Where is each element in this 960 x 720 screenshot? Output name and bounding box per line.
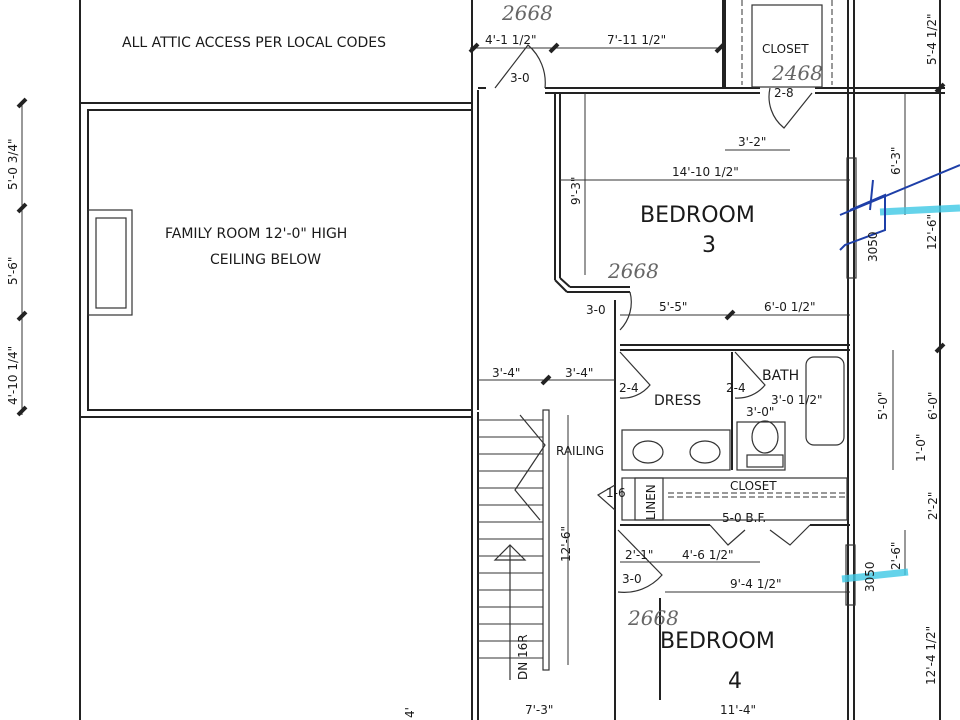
dimension: 5'-6": [6, 257, 20, 285]
bedroom3-number: 3: [702, 233, 716, 258]
pen-markup: [839, 164, 960, 251]
dimension: 6'-3": [889, 147, 903, 175]
door-label: 2-8: [774, 86, 794, 100]
family-room-label: FAMILY ROOM 12'-0" HIGH: [165, 226, 347, 242]
dimension: 2'-1": [625, 548, 653, 562]
railing-label: RAILING: [556, 444, 604, 458]
dress-label: DRESS: [654, 393, 701, 409]
door-label: 3-0: [622, 572, 642, 586]
dimension: 3'-0 1/2": [771, 393, 823, 407]
dimension: 5'-0 3/4": [6, 138, 20, 190]
highlight-mark: [841, 568, 909, 583]
door-label: 2-4: [726, 381, 746, 395]
bedroom4-label: BEDROOM: [660, 629, 775, 654]
door-label: 2-4: [619, 381, 639, 395]
window-label: 3050: [863, 561, 877, 592]
dimension: 12'-4 1/2": [924, 626, 938, 685]
fireplace: [87, 209, 133, 316]
dimension-lines: [16, 42, 946, 665]
linen-label: LINEN: [644, 484, 658, 520]
bath-label: BATH: [762, 368, 799, 384]
dimension: 7'-3": [525, 703, 553, 717]
stairs-label: DN 16R: [516, 634, 530, 680]
dimension: 1'-0": [914, 434, 928, 462]
attic-note: ALL ATTIC ACCESS PER LOCAL CODES: [122, 35, 386, 51]
dimension: 5'-5": [659, 300, 687, 314]
dimension: 4': [403, 707, 417, 718]
dimension: 12'-6": [559, 526, 573, 562]
door-label: 5-0 B.F.: [722, 511, 766, 525]
hall-closet-label: CLOSET: [730, 479, 777, 493]
dimension: 2'-6": [889, 542, 903, 570]
handwritten-note: 2468: [771, 61, 823, 85]
door-label: 1-6: [606, 486, 626, 500]
dimension: 12'-6": [925, 214, 939, 250]
dimension: 5'-0": [876, 392, 890, 420]
dimension: 11'-4": [720, 703, 756, 717]
dimension: 2'-2": [926, 492, 940, 520]
walls: [79, 0, 945, 720]
highlight-mark: [879, 204, 960, 216]
family-room-label-2: CEILING BELOW: [210, 252, 321, 268]
dimension: 7'-11 1/2": [607, 33, 666, 47]
handwritten-note: 2668: [607, 259, 659, 283]
window-label: 3050: [866, 231, 880, 262]
dimension: 3'-0": [746, 405, 774, 419]
dimension: 3'-4": [565, 366, 593, 380]
dimension: 4'-1 1/2": [485, 33, 537, 47]
closet-label: CLOSET: [762, 42, 809, 56]
handwritten-note: 2668: [501, 1, 553, 25]
dimension: 9'-3": [569, 177, 583, 205]
dimension: 6'-0": [926, 392, 940, 420]
handwritten-note: 2668: [627, 606, 679, 630]
bedroom4-number: 4: [728, 669, 742, 694]
dimension: 9'-4 1/2": [730, 577, 782, 591]
dimension: 14'-10 1/2": [672, 165, 739, 179]
door-label: 3-0: [586, 303, 606, 317]
dimension: 6'-0 1/2": [764, 300, 816, 314]
dimension: 3'-2": [738, 135, 766, 149]
dimension: 4'-10 1/4": [6, 346, 20, 405]
bedroom3-label: BEDROOM: [640, 203, 755, 228]
dimension: 3'-4": [492, 366, 520, 380]
door-label: 3-0: [510, 71, 530, 85]
dimension: 5'-4 1/2": [925, 13, 939, 65]
dimension: 4'-6 1/2": [682, 548, 734, 562]
